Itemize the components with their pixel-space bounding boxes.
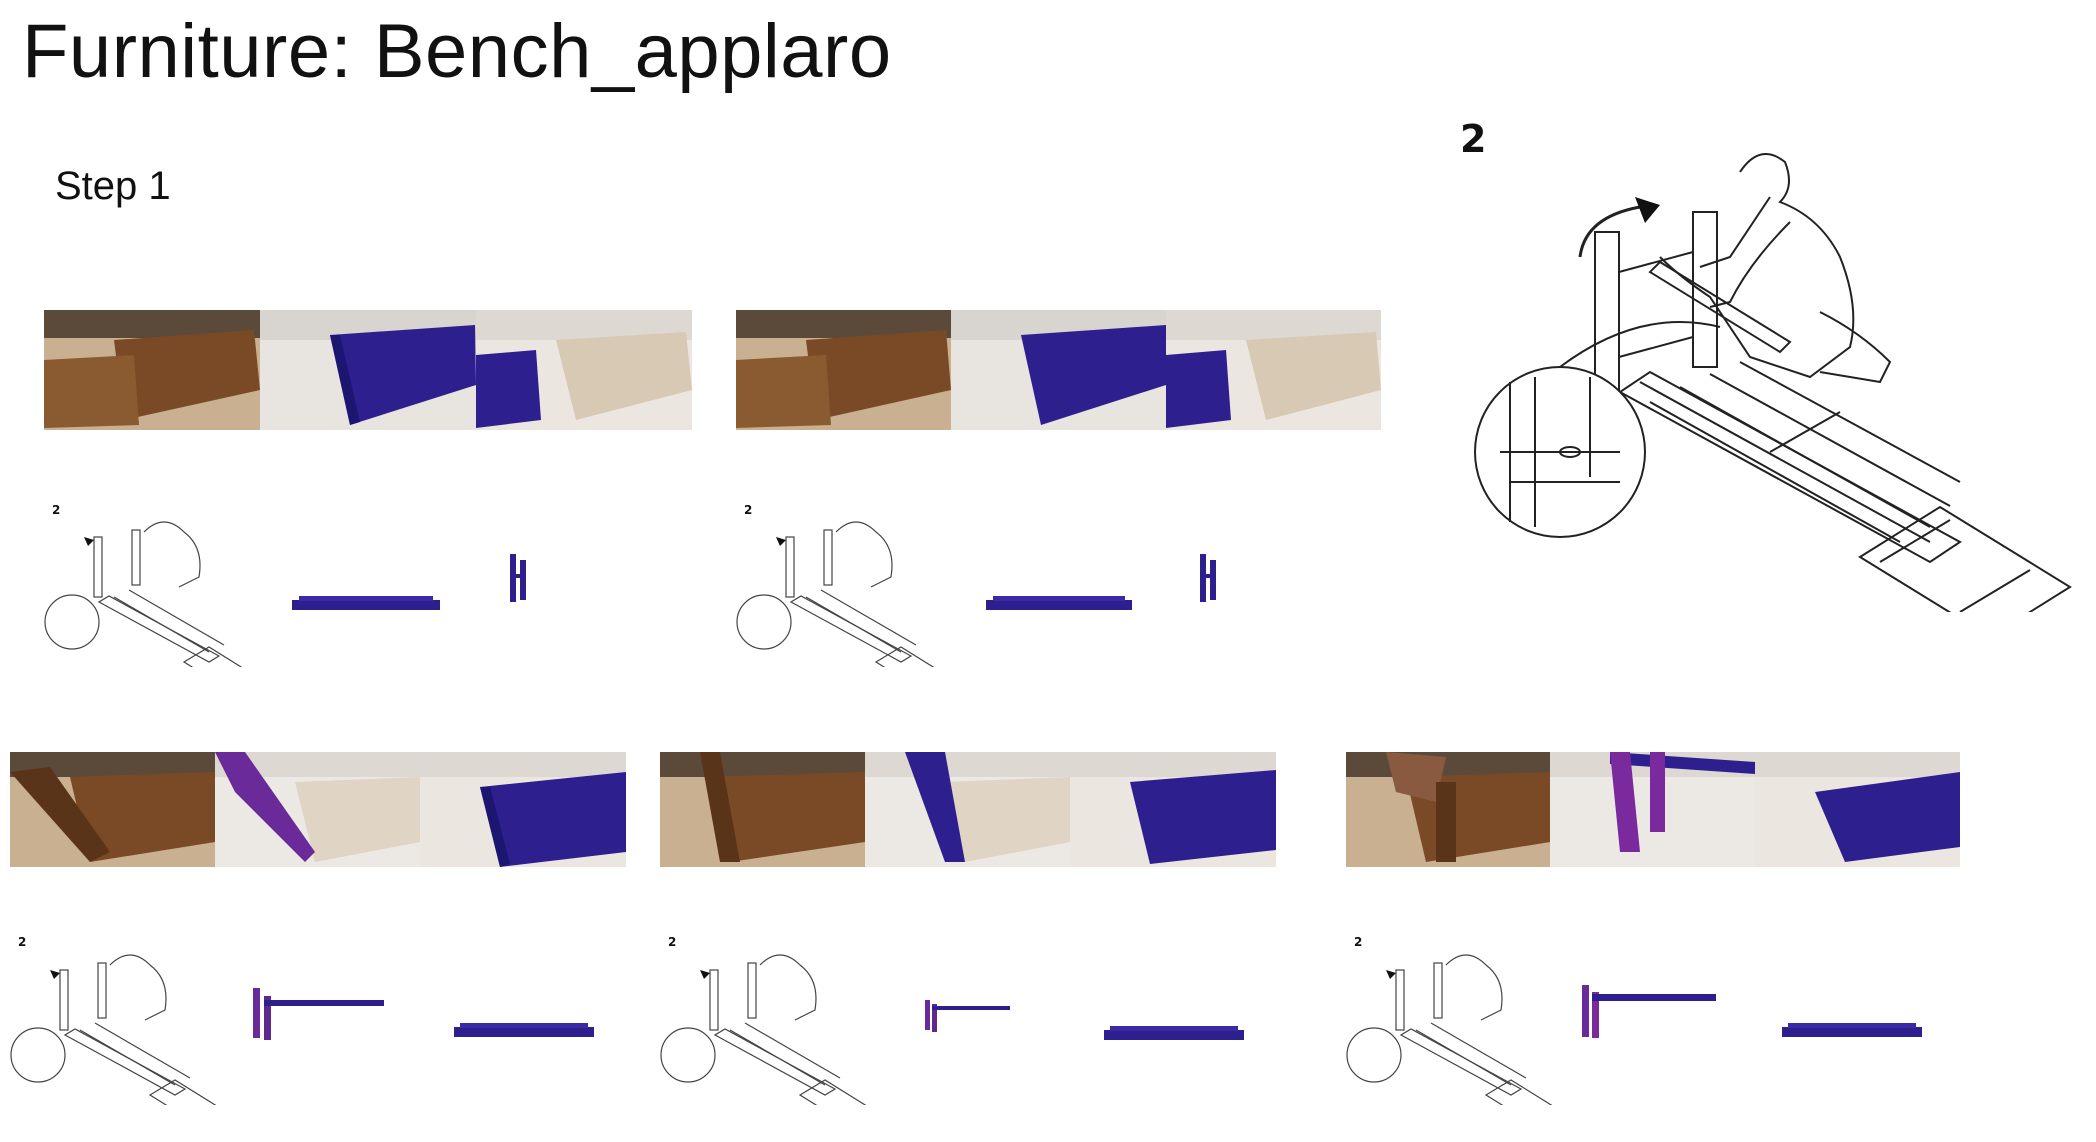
instruction-diagram-row: 2	[736, 492, 1381, 667]
assembly-drawing-icon: 2	[1460, 117, 2072, 612]
part-leg-highlight	[1200, 554, 1216, 602]
video-frame-strip	[44, 310, 692, 430]
diagram-step-number: 2	[52, 503, 60, 517]
instruction-diagram-row: 2	[44, 492, 692, 667]
part-leg-rail-highlight	[925, 1000, 1010, 1032]
part-rail-highlight	[454, 1023, 594, 1037]
instruction-diagram-row: 2	[660, 930, 1276, 1105]
video-frame-strip	[660, 752, 1276, 867]
video-frame-strip	[10, 752, 626, 867]
part-rail-highlight	[292, 596, 440, 610]
video-frame-strip	[736, 310, 1381, 430]
video-frame	[660, 752, 865, 867]
video-frame	[1166, 310, 1381, 430]
video-frame	[44, 310, 260, 430]
video-frame	[215, 752, 420, 867]
video-frame	[951, 310, 1166, 430]
step-label: Step 1	[55, 164, 171, 208]
part-leg-rail-highlight	[253, 988, 384, 1040]
video-frame	[260, 310, 476, 430]
diagram-step-number: 2	[668, 935, 676, 949]
instruction-diagram-icon: 2	[660, 935, 1244, 1105]
video-frame	[1550, 752, 1755, 867]
reference-assembly-diagram: 2	[1440, 112, 2080, 612]
instruction-diagram-row: 2	[1346, 930, 1960, 1105]
part-rail-highlight	[986, 596, 1132, 610]
video-frame	[420, 752, 626, 867]
part-leg-rail-highlight	[1582, 985, 1716, 1038]
part-leg-highlight	[510, 554, 526, 602]
diagram-step-number: 2	[744, 503, 752, 517]
diagram-step-number: 2	[18, 935, 26, 949]
reference-step-number: 2	[1460, 117, 1486, 161]
video-frame	[1070, 752, 1276, 867]
video-frame	[10, 752, 215, 867]
video-frame	[1346, 752, 1550, 867]
page-title: Furniture: Bench_applaro	[22, 9, 892, 94]
video-frame	[736, 310, 951, 430]
instruction-diagram-row: 2	[10, 930, 626, 1105]
instruction-diagram-icon: 2	[1346, 935, 1922, 1105]
video-frame	[1755, 752, 1960, 867]
instruction-diagram-icon: 2	[10, 935, 594, 1105]
video-frame	[476, 310, 692, 430]
part-rail-highlight	[1782, 1023, 1922, 1037]
part-rail-highlight	[1104, 1026, 1244, 1040]
instruction-diagram-icon: 2	[44, 503, 526, 667]
diagram-step-number: 2	[1354, 935, 1362, 949]
instruction-diagram-icon: 2	[736, 503, 1216, 667]
video-frame-strip	[1346, 752, 1960, 867]
video-frame	[865, 752, 1070, 867]
